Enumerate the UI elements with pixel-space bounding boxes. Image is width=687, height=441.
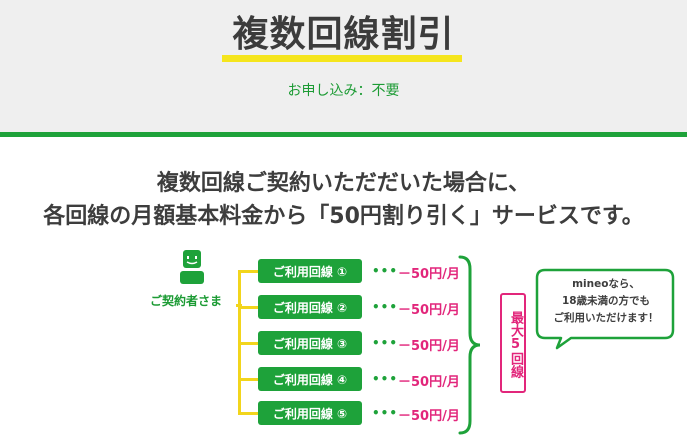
brace-icon	[458, 255, 481, 435]
line-item-2: ご利用回線 ②	[258, 295, 362, 319]
headline-line1: 複数回線ご契約いただだいた場合に、	[156, 171, 531, 196]
header-divider	[0, 132, 687, 137]
dots-3: •••	[372, 336, 399, 350]
speech-bubble-icon	[535, 268, 675, 350]
line-item-4: ご利用回線 ④	[258, 367, 362, 391]
title-underline	[222, 55, 462, 62]
customer-label: ご契約者さま	[150, 294, 223, 308]
max-lines-badge: 最大5回線	[500, 293, 526, 393]
bubble-line2: 18歳未満の方でも	[561, 295, 651, 307]
line-item-3: ご利用回線 ③	[258, 331, 362, 355]
dots-4: •••	[372, 372, 399, 386]
discount-2: －50円/月	[398, 303, 460, 318]
discount-4: －50円/月	[398, 375, 460, 390]
dots-2: •••	[372, 300, 399, 314]
discount-3: －50円/月	[398, 339, 460, 354]
page-title: 複数回線割引	[232, 14, 455, 55]
tree-connector	[238, 342, 260, 345]
dots-1: •••	[372, 264, 399, 278]
line-item-1: ご利用回線 ①	[258, 259, 362, 283]
tree-connector	[238, 306, 260, 309]
bubble-line3: ご利用いただけます！	[553, 312, 659, 324]
headline-line2: 各回線の月額基本料金から「50円割り引く」サービスです。	[43, 204, 644, 229]
tree-connector	[238, 412, 260, 415]
bubble-text: mineoなら、 18歳未満の方でも ご利用いただけます！	[542, 276, 670, 327]
bubble-line1: mineoなら、	[572, 278, 640, 290]
apply-note: お申し込み：不要	[287, 83, 400, 99]
discount-1: －50円/月	[398, 267, 460, 282]
tree-connector	[238, 270, 260, 273]
header-section	[0, 0, 687, 132]
tree-connector	[238, 378, 260, 381]
line-item-5: ご利用回線 ⑤	[258, 401, 362, 425]
dots-5: •••	[372, 406, 399, 420]
discount-5: －50円/月	[398, 409, 460, 424]
person-icon	[180, 250, 204, 284]
